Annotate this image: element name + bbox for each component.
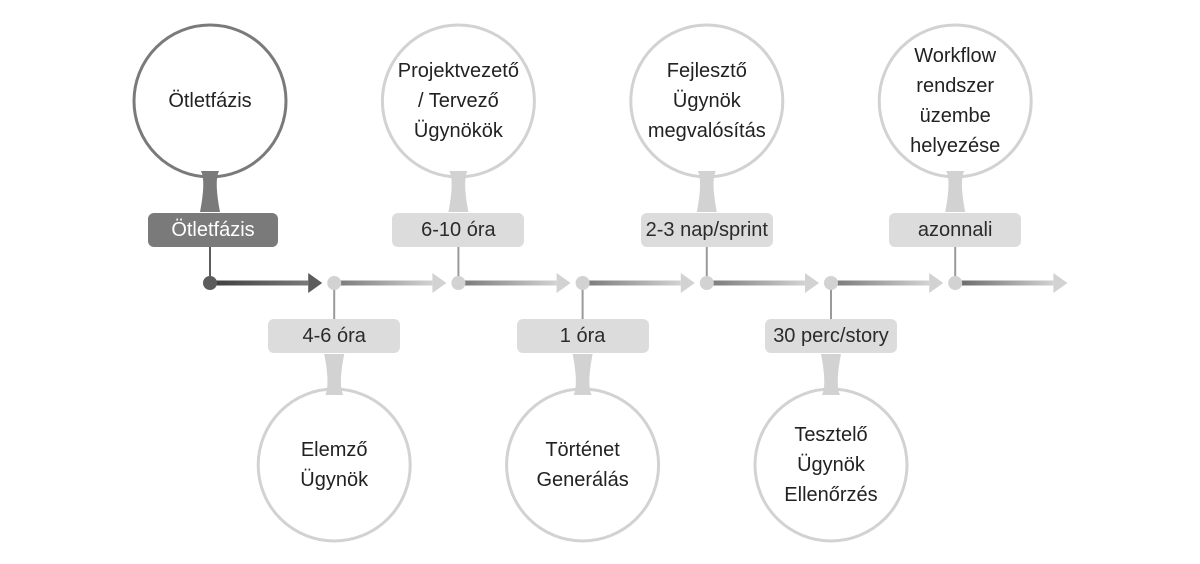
duration-badge: 1 óra: [516, 319, 649, 353]
timeline-arrow-head: [929, 273, 944, 293]
timeline-arrow-shaft: [582, 280, 681, 286]
timeline-arrow-shaft: [334, 280, 433, 286]
timeline-arrow-head: [680, 273, 695, 293]
timeline-arrow-shaft: [210, 280, 309, 286]
stage-label-line: Elemző: [300, 439, 368, 461]
timeline-arrow-head: [308, 273, 323, 293]
duration-badge: 30 perc/story: [765, 319, 897, 353]
timeline-arrow-shaft: [831, 280, 930, 286]
duration-badge: 6-10 óra: [392, 213, 525, 247]
stage-label-line: Fejlesztő: [666, 60, 747, 82]
stage-label-line: Projektvezető: [397, 60, 519, 82]
bubble-pointer: [696, 171, 717, 212]
timeline-arrow-head: [1053, 273, 1068, 293]
stage-label-line: Ügynök: [300, 469, 369, 491]
timeline-node: [824, 276, 838, 290]
bubble-pointer: [821, 354, 841, 395]
stage-label-line: Tesztelő: [794, 424, 868, 446]
stage-label: Workflow rendszer üzembe helyezése: [879, 25, 1031, 177]
stage-label-line: Ellenőrzés: [784, 484, 878, 506]
stage-label-line: Ötletfázis: [168, 90, 252, 112]
timeline-arrow-shaft: [955, 280, 1054, 286]
stage-label: Ötletfázis: [134, 25, 286, 177]
stage-label-line: üzembe: [919, 105, 991, 127]
stage-label-line: Ügynökök: [413, 120, 503, 142]
bubble-pointer: [945, 171, 966, 212]
timeline-arrow-head: [805, 273, 819, 293]
stage-label-line: helyezése: [910, 135, 1001, 157]
bubble-pointer: [324, 354, 345, 395]
stage-label-line: Történet: [545, 439, 620, 461]
stage-label-line: Generálás: [536, 469, 629, 491]
stage-label-line: rendszer: [916, 75, 995, 97]
stage-label-line: / Tervező: [418, 90, 499, 112]
timeline-arrow-shaft: [458, 280, 557, 286]
bubble-pointer: [572, 354, 593, 395]
bubble-pointer: [200, 171, 220, 212]
timeline-node: [699, 276, 714, 290]
timeline-arrow-shaft: [706, 280, 805, 286]
bubble-pointer: [448, 171, 469, 212]
stage-label-line: Workflow: [914, 45, 997, 67]
timeline-arrow-head: [556, 273, 571, 293]
timeline-node: [327, 276, 342, 290]
duration-badge: 4-6 óra: [268, 319, 401, 353]
timeline-node: [451, 276, 466, 290]
timeline-node: [575, 276, 590, 290]
stage-label-line: megvalósítás: [647, 120, 766, 142]
timeline-node: [948, 276, 963, 290]
stage-label-line: Ügynök: [797, 454, 865, 476]
duration-badge: azonnali: [889, 213, 1022, 247]
duration-badge: Ötletfázis: [148, 213, 278, 247]
stage-label-line: Ügynök: [672, 90, 741, 112]
duration-badge: 2-3 nap/sprint: [640, 213, 773, 247]
timeline-node: [203, 276, 217, 290]
timeline-arrow-head: [432, 273, 447, 293]
